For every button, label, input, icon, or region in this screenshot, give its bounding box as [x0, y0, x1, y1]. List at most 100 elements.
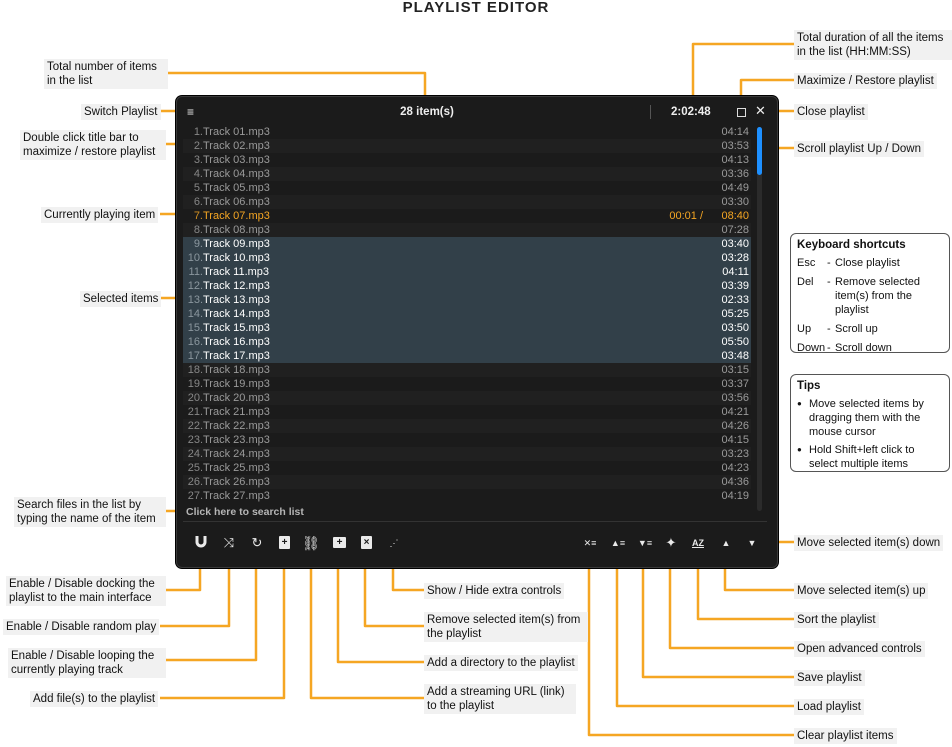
callout-docking: Enable / Disable docking the playlist to… — [6, 576, 166, 606]
track-name: Track 18.mp3 — [203, 364, 270, 376]
shortcut-row: Down-Scroll down — [797, 341, 943, 355]
track-index: 26. — [187, 476, 203, 488]
save-icon[interactable]: ▼≡ — [637, 538, 653, 548]
callout-remove: Remove selected item(s) from the playlis… — [424, 612, 588, 642]
arrow-down-icon[interactable]: ▼ — [747, 538, 757, 548]
track-duration: 03:48 — [721, 350, 749, 362]
callout-looping: Enable / Disable looping the currently p… — [8, 648, 166, 678]
track-index: 18. — [187, 364, 203, 376]
search-field[interactable]: Click here to search list — [186, 506, 304, 518]
track-name: Track 06.mp3 — [203, 196, 270, 208]
callout-close: Close playlist — [794, 104, 868, 120]
add-file-icon[interactable]: + — [279, 536, 290, 549]
shortcut-row: Up-Scroll up — [797, 322, 943, 336]
track-index: 25. — [187, 462, 203, 474]
track-duration: 03:53 — [721, 140, 749, 152]
scrollbar[interactable] — [757, 127, 762, 511]
repeat-icon[interactable]: ↻ — [251, 535, 263, 550]
callout-total-items: Total number of items in the list — [44, 59, 168, 89]
track-name: Track 07.mp3 — [203, 210, 270, 222]
callout-move-down: Move selected item(s) down — [794, 535, 944, 551]
track-duration: 03:40 — [721, 238, 749, 250]
load-icon[interactable]: ▲≡ — [610, 538, 626, 548]
shortcut-desc-text: Remove selected item(s) from the playlis… — [835, 276, 920, 316]
track-index: 20. — [187, 392, 203, 404]
track-duration: 04:13 — [721, 154, 749, 166]
shortcut-row: Del-Remove selected item(s) from the pla… — [797, 275, 943, 317]
sort-icon[interactable]: AZ — [692, 538, 704, 548]
link-icon[interactable]: ⛓ — [302, 535, 320, 551]
callout-move-up: Move selected item(s) up — [794, 583, 929, 599]
track-index: 7. — [193, 210, 203, 222]
track-name: Track 17.mp3 — [203, 350, 270, 362]
close-icon[interactable]: ✕ — [755, 103, 766, 118]
magnet-icon[interactable] — [192, 534, 210, 552]
callout-maximize: Maximize / Restore playlist — [794, 73, 937, 89]
switch-playlist-icon[interactable]: ≡ — [187, 105, 195, 119]
clear-list-icon[interactable]: ✕≡ — [583, 538, 597, 548]
shortcut-key: Del — [797, 276, 814, 288]
track-index: 11. — [188, 266, 203, 278]
track-name: Track 21.mp3 — [203, 406, 270, 418]
remove-file-icon[interactable]: × — [361, 536, 372, 549]
track-duration: 03:28 — [721, 252, 749, 264]
scrollbar-thumb[interactable] — [757, 127, 762, 175]
track-index: 24. — [187, 448, 203, 460]
track-index: 15. — [187, 322, 203, 334]
wand-icon[interactable]: ✦ — [665, 535, 677, 550]
track-index: 5. — [193, 182, 203, 194]
track-duration: 04:15 — [721, 434, 749, 446]
track-duration: 07:28 — [721, 224, 749, 236]
track-duration: 04:23 — [721, 462, 749, 474]
arrow-up-icon[interactable]: ▲ — [721, 538, 731, 548]
add-folder-icon[interactable]: + — [333, 537, 346, 548]
track-duration: 03:30 — [721, 196, 749, 208]
track-duration: 04:21 — [721, 406, 749, 418]
track-name: Track 23.mp3 — [203, 434, 270, 446]
more-icon[interactable]: ⋰ — [389, 538, 399, 548]
callout-search: Search files in the list by typing the n… — [14, 497, 166, 527]
track-duration: 03:50 — [721, 322, 749, 334]
track-duration: 08:40 — [721, 210, 749, 222]
track-name: Track 22.mp3 — [203, 420, 270, 432]
track-index: 3. — [193, 154, 203, 166]
tips-heading: Tips — [797, 380, 821, 392]
shortcut-desc-text: Scroll up — [835, 323, 878, 335]
shuffle-icon[interactable]: ⤨ — [223, 535, 235, 550]
playlist-title-bar[interactable]: ≡ 28 item(s) 2:02:48 ✕ — [177, 97, 777, 125]
track-duration: 04:26 — [721, 420, 749, 432]
track-duration: 05:25 — [721, 308, 749, 320]
maximize-icon[interactable] — [737, 108, 746, 117]
track-index: 12. — [187, 280, 203, 292]
shortcut-desc-text: Close playlist — [835, 257, 900, 269]
